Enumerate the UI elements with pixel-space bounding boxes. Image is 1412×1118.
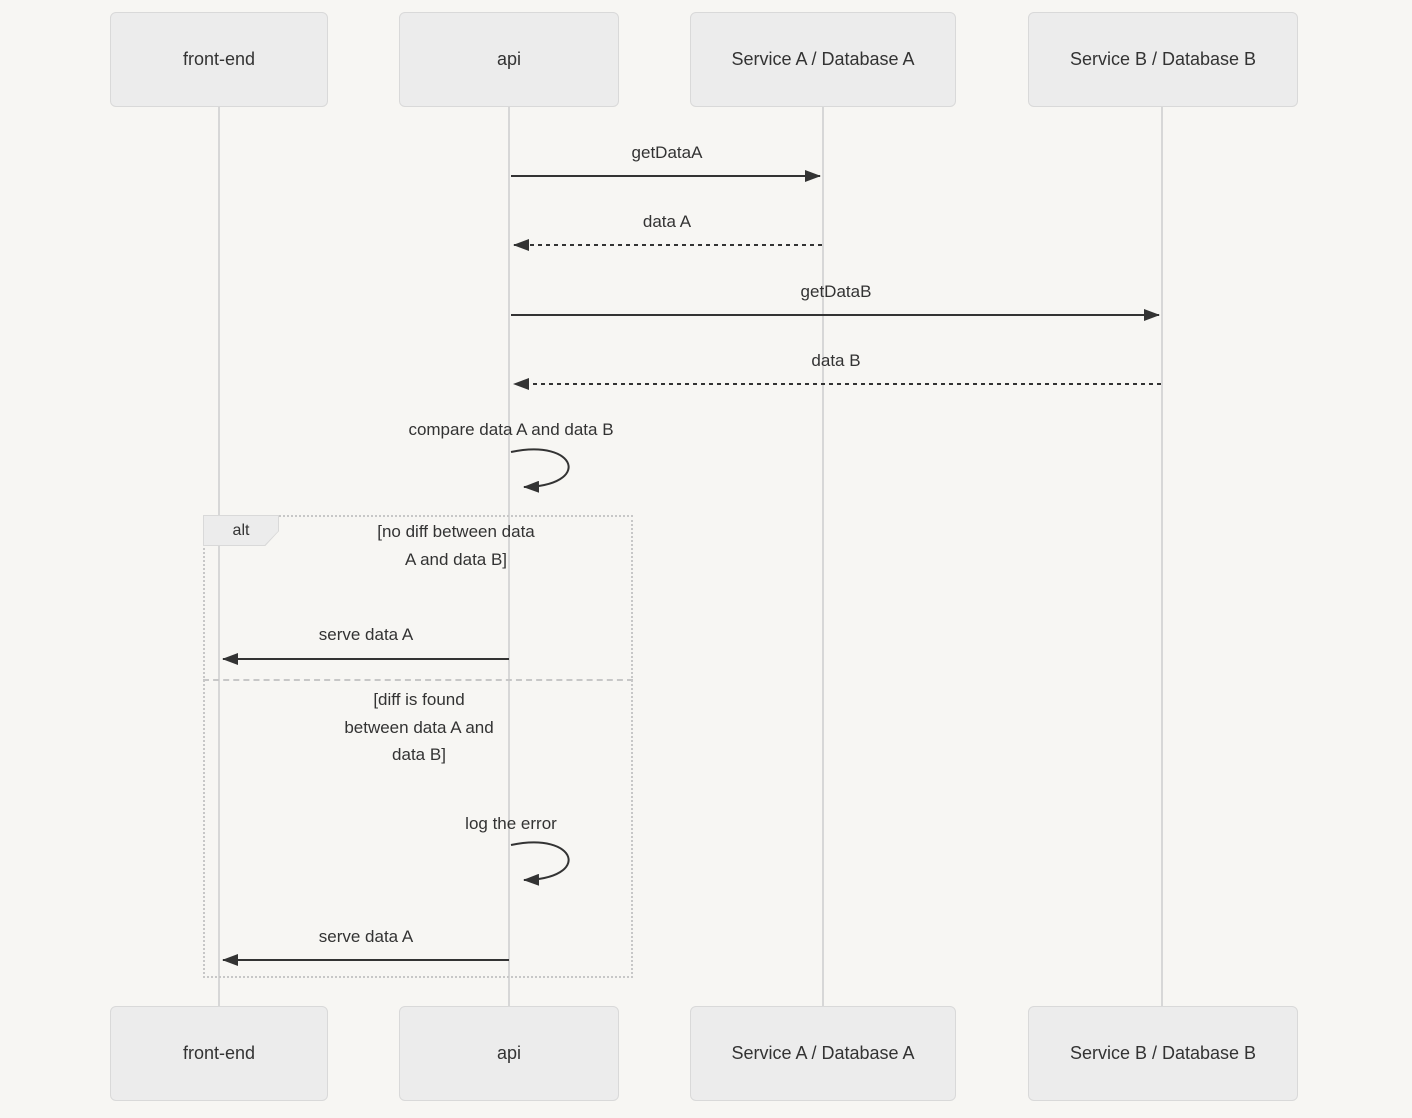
alt-frame xyxy=(203,515,633,978)
message-label-log-error: log the error xyxy=(465,814,557,833)
actor-top-front-end: front-end xyxy=(110,12,328,107)
message-label-dataB: data B xyxy=(811,351,861,370)
message-label-getDataA: getDataA xyxy=(631,143,703,162)
lifeline-api xyxy=(508,107,510,1006)
actor-top-service-b: Service B / Database B xyxy=(1028,12,1298,107)
actor-bottom-service-a: Service A / Database A xyxy=(690,1006,956,1101)
alt-condition-1: [no diff between data A and data B] xyxy=(377,522,535,569)
arrow-self-compare xyxy=(510,448,570,493)
actor-top-api: api xyxy=(399,12,619,107)
message-label-compare: compare data A and data B xyxy=(408,420,614,439)
message-label-serve-1: serve data A xyxy=(318,625,414,644)
alt-frame-tab: alt xyxy=(203,515,279,546)
actor-top-service-a: Service A / Database A xyxy=(690,12,956,107)
actor-bottom-api: api xyxy=(399,1006,619,1101)
actor-bottom-front-end: front-end xyxy=(110,1006,328,1101)
message-label-dataA: data A xyxy=(642,212,692,231)
alt-condition-2: [diff is found between data A and data B… xyxy=(344,690,494,764)
alt-else-divider xyxy=(203,679,633,681)
actor-bottom-service-b: Service B / Database B xyxy=(1028,1006,1298,1101)
message-label-getDataB: getDataB xyxy=(800,282,872,301)
lifeline-front-end xyxy=(218,107,220,1006)
lifeline-service-a xyxy=(822,107,824,1006)
message-label-serve-2: serve data A xyxy=(318,927,414,946)
alt-frame-tab-label: alt xyxy=(204,516,278,545)
lifeline-service-b xyxy=(1161,107,1163,1006)
